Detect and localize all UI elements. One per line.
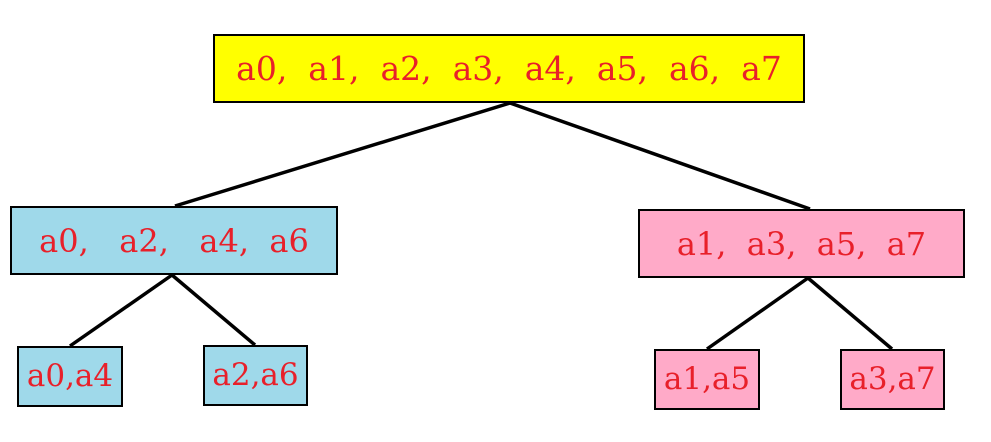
- left-node-label: a0, a2, a4, a6: [39, 221, 309, 260]
- edge-root-right: [509, 101, 811, 211]
- left-right-node-label: a2,a6: [212, 357, 299, 393]
- edge-left-ll: [69, 273, 173, 348]
- right-right-node-label: a3,a7: [849, 361, 936, 397]
- left-right-node: a2,a6: [203, 345, 308, 406]
- edge-right-rl: [705, 276, 810, 351]
- right-left-node-label: a1,a5: [663, 361, 751, 397]
- right-right-node: a3,a7: [840, 349, 945, 410]
- right-node-label: a1, a3, a5, a7: [676, 224, 927, 263]
- edge-root-left: [174, 101, 511, 208]
- right-left-node: a1,a5: [654, 349, 760, 410]
- root-node-label: a0, a1, a2, a3, a4, a5, a6, a7: [236, 49, 782, 88]
- left-left-node: a0,a4: [17, 346, 123, 407]
- left-node: a0, a2, a4, a6: [10, 206, 338, 275]
- right-node: a1, a3, a5, a7: [638, 209, 965, 278]
- left-left-node-label: a0,a4: [26, 358, 114, 394]
- edge-left-lr: [170, 273, 257, 347]
- root-node: a0, a1, a2, a3, a4, a5, a6, a7: [213, 34, 805, 103]
- edge-right-rr: [806, 276, 894, 351]
